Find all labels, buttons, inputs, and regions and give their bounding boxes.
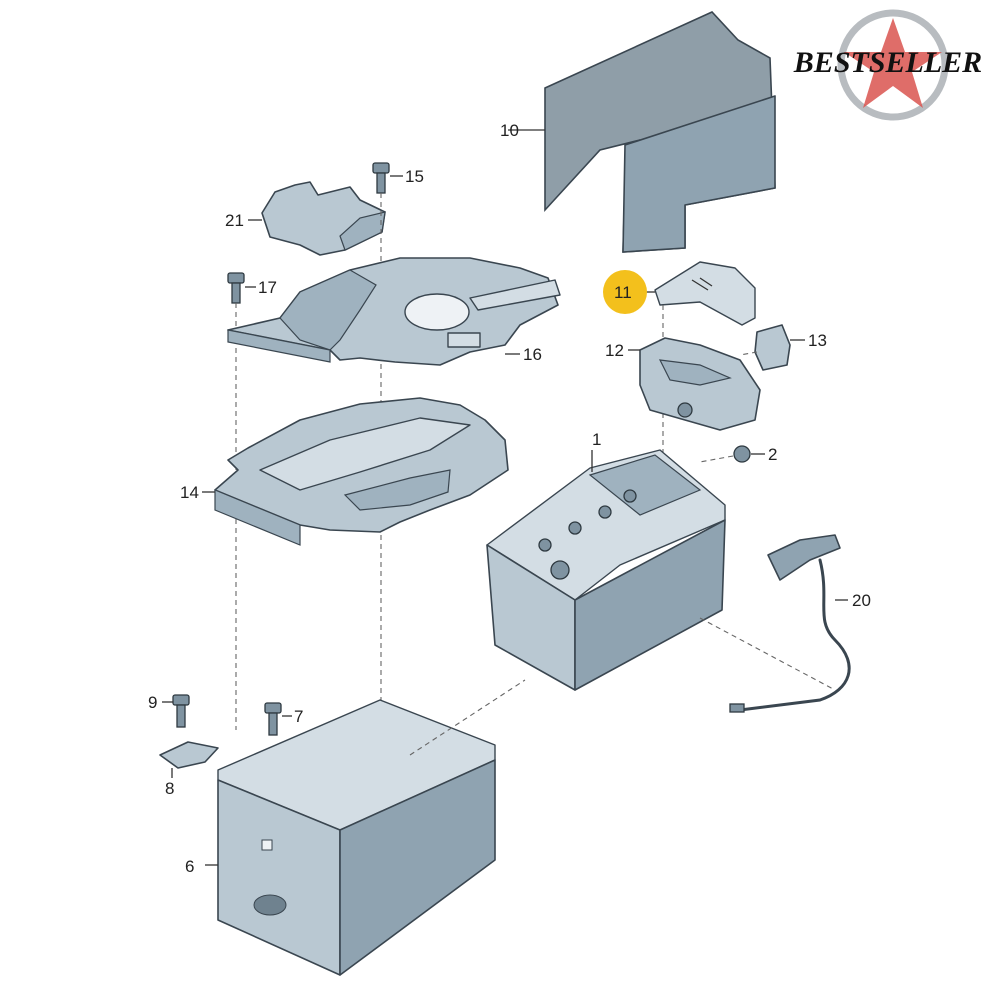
callout-13: 13 bbox=[808, 331, 827, 350]
logo-star bbox=[844, 18, 942, 108]
callout-21: 21 bbox=[225, 211, 244, 230]
callout-20: 20 bbox=[852, 591, 871, 610]
logo-text: BESTSELLER bbox=[793, 46, 982, 79]
part-17-bolt bbox=[227, 272, 256, 730]
part-14-main-tray bbox=[202, 397, 509, 546]
callout-16: 16 bbox=[523, 345, 542, 364]
callout-9: 9 bbox=[148, 693, 157, 712]
bestseller-logo: BESTSELLER bbox=[793, 9, 982, 121]
part-7-bolt bbox=[264, 702, 292, 736]
part-1-battery bbox=[486, 449, 726, 691]
highlighted-callout-11 bbox=[603, 270, 647, 314]
callout-6: 6 bbox=[185, 857, 194, 876]
callout-2: 2 bbox=[768, 445, 777, 464]
part-16-upper-tray bbox=[227, 257, 561, 366]
part-20-battery-cable bbox=[699, 534, 851, 713]
part-13-connector bbox=[739, 324, 805, 371]
part-21-cover bbox=[248, 181, 386, 256]
part-9-bolt bbox=[162, 694, 190, 728]
callout-14: 14 bbox=[180, 483, 199, 502]
callout-10: 10 bbox=[500, 121, 519, 140]
part-6-battery-tray bbox=[205, 679, 526, 976]
callout-7: 7 bbox=[294, 707, 303, 726]
part-8-clamp bbox=[159, 741, 219, 778]
callout-15: 15 bbox=[405, 167, 424, 186]
part-12-fuse-box bbox=[628, 337, 761, 431]
callout-12: 12 bbox=[605, 341, 624, 360]
part-10-insulation-mat bbox=[508, 11, 776, 253]
callout-17: 17 bbox=[258, 278, 277, 297]
callout-1: 1 bbox=[592, 430, 601, 449]
callout-11: 11 bbox=[614, 283, 632, 302]
callout-labels: 1 2 6 7 8 9 10 11 12 13 14 15 16 17 20 2… bbox=[148, 121, 871, 876]
highlight-circle bbox=[603, 270, 647, 314]
part-2-nut bbox=[699, 445, 765, 463]
logo-ring bbox=[837, 9, 949, 121]
callout-8: 8 bbox=[165, 779, 174, 798]
